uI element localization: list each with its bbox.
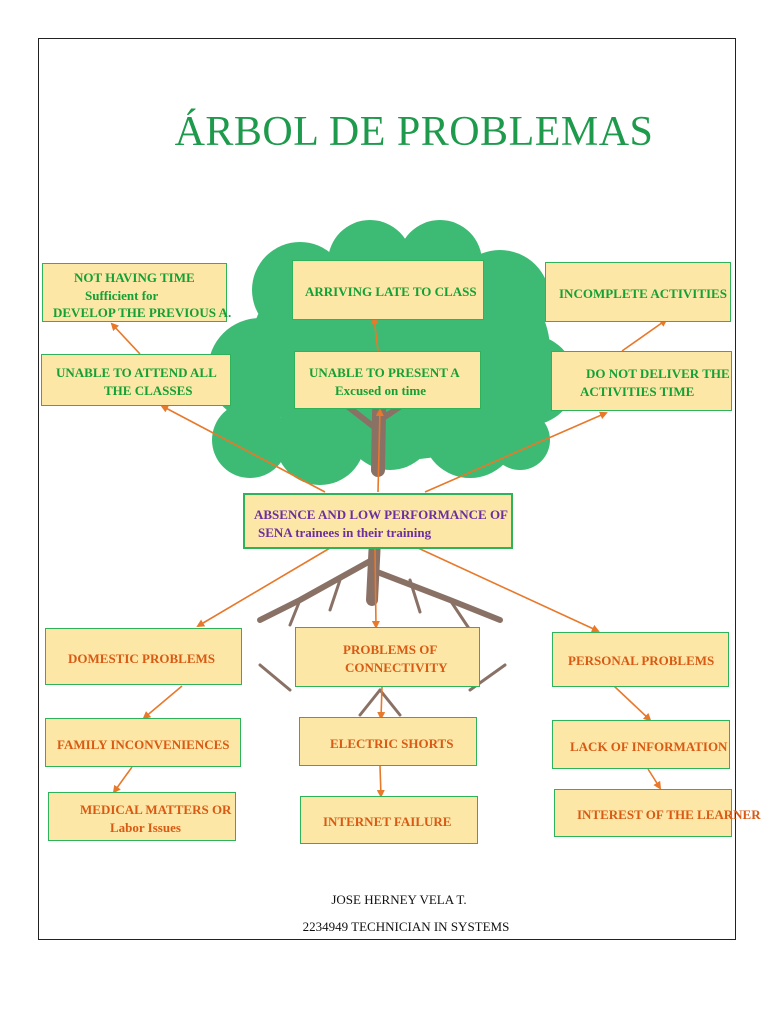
- box-text-line: PROBLEMS OF: [343, 642, 438, 657]
- box-text-line: INTERNET FAILURE: [323, 814, 452, 829]
- effect-not-having-time: NOT HAVING TIME Sufficient for DEVELOP T…: [42, 263, 231, 322]
- cause-medical-matters: MEDICAL MATTERS OR Labor Issues: [48, 792, 236, 841]
- effect-incomplete-activities: INCOMPLETE ACTIVITIES: [545, 262, 731, 322]
- cause-electric-shorts: ELECTRIC SHORTS: [299, 717, 477, 766]
- box-text-line: DOMESTIC PROBLEMS: [68, 651, 215, 666]
- box-text-line: DO NOT DELIVER THE: [586, 366, 730, 381]
- box-text-line: ARRIVING LATE TO CLASS: [305, 284, 477, 299]
- box-text-line: THE CLASSES: [104, 383, 193, 398]
- box-text-line: INCOMPLETE ACTIVITIES: [559, 286, 727, 301]
- course-code: 2234949 TECHNICIAN IN SYSTEMS: [302, 919, 510, 934]
- cause-internet-failure: INTERNET FAILURE: [300, 796, 478, 844]
- box-text-line: ABSENCE AND LOW PERFORMANCE OF: [254, 507, 509, 522]
- diagram-title: ÁRBOL DE PROBLEMAS: [174, 109, 654, 146]
- effect-do-not-deliver: DO NOT DELIVER THE ACTIVITIES TIME: [551, 351, 732, 411]
- cause-lack-of-information: LACK OF INFORMATION: [552, 720, 730, 769]
- cause-problems-of-connectivity: PROBLEMS OF CONNECTIVITY: [295, 627, 480, 687]
- box-text-line: MEDICAL MATTERS OR: [80, 802, 232, 817]
- box-text-line: UNABLE TO ATTEND ALL: [56, 365, 217, 380]
- effect-arriving-late: ARRIVING LATE TO CLASS: [292, 260, 484, 320]
- box-text-line: DEVELOP THE PREVIOUS A.: [53, 305, 232, 320]
- cause-family-inconveniences: FAMILY INCONVENIENCES: [45, 718, 241, 767]
- box-text-line: FAMILY INCONVENIENCES: [57, 737, 230, 752]
- cause-interest-of-the-learner: INTEREST OF THE LEARNER: [554, 789, 761, 837]
- box-text-line: CONNECTIVITY: [345, 660, 448, 675]
- cause-domestic-problems: DOMESTIC PROBLEMS: [45, 628, 242, 685]
- effect-unable-to-attend: UNABLE TO ATTEND ALL THE CLASSES: [41, 354, 231, 406]
- box-text-line: Labor Issues: [110, 820, 181, 835]
- box-text-line: NOT HAVING TIME: [74, 270, 195, 285]
- box-text-line: SENA trainees in their training: [258, 525, 432, 540]
- box-text-line: LACK OF INFORMATION: [570, 739, 728, 754]
- box-text-line: UNABLE TO PRESENT A: [309, 365, 460, 380]
- box-text-line: PERSONAL PROBLEMS: [568, 653, 715, 668]
- box-text-line: Excused on time: [335, 383, 426, 398]
- author-name: JOSE HERNEY VELA T.: [331, 892, 467, 907]
- box-text-line: INTEREST OF THE LEARNER: [577, 807, 761, 822]
- box-text-line: Sufficient for: [85, 288, 159, 303]
- box-text-line: ACTIVITIES TIME: [580, 384, 695, 399]
- box-text-line: ELECTRIC SHORTS: [330, 736, 454, 751]
- effect-unable-to-present: UNABLE TO PRESENT A Excused on time: [294, 351, 481, 409]
- core-problem: ABSENCE AND LOW PERFORMANCE OF SENA trai…: [243, 493, 513, 549]
- cause-personal-problems: PERSONAL PROBLEMS: [552, 632, 729, 687]
